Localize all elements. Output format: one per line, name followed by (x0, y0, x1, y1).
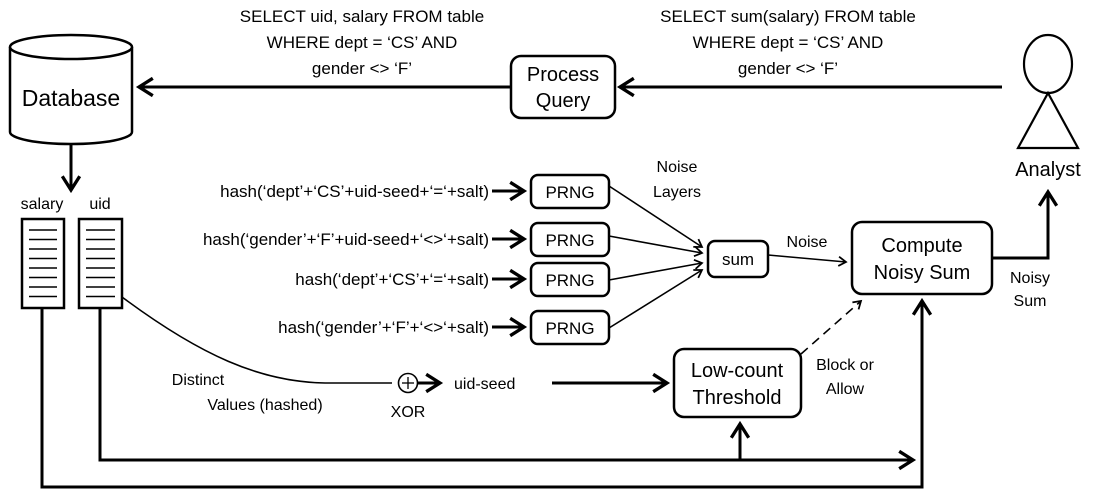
svg-text:Sum: Sum (1014, 293, 1047, 310)
svg-text:PRNG: PRNG (545, 231, 594, 250)
svg-text:Noise: Noise (657, 159, 698, 176)
arrow-sum-to-compute (767, 254, 848, 267)
prng-node-2: PRNG (529, 221, 611, 258)
svg-text:SELECT uid, salary FROM table: SELECT uid, salary FROM table (240, 7, 484, 26)
uid-seed-label: uid-seed (454, 376, 515, 393)
hash-input-4: hash(‘gender’+‘F’+‘<>‘+salt) (278, 318, 489, 337)
svg-text:SELECT sum(salary) FROM table: SELECT sum(salary) FROM table (660, 7, 916, 26)
noisy-sum-output-label: Noisy Sum (1010, 270, 1050, 310)
svg-text:WHERE dept = ‘CS’ AND: WHERE dept = ‘CS’ AND (693, 33, 884, 52)
prng-node-4: PRNG (529, 309, 611, 346)
xor-label: XOR (391, 404, 426, 421)
process-query-node: Process Query (509, 54, 617, 120)
svg-text:WHERE dept = ‘CS’ AND: WHERE dept = ‘CS’ AND (267, 33, 458, 52)
uid-column (77, 217, 124, 310)
svg-text:Noisy Sum: Noisy Sum (874, 262, 971, 284)
analyst-query-text: SELECT sum(salary) FROM table WHERE dept… (660, 7, 916, 78)
svg-text:Query: Query (536, 90, 590, 112)
block-or-allow-label: Block or Allow (816, 357, 874, 398)
svg-text:PRNG: PRNG (545, 183, 594, 202)
prng-node-1: PRNG (529, 173, 611, 210)
backend-query-text: SELECT uid, salary FROM table WHERE dept… (240, 7, 484, 78)
low-count-threshold-node: Low-count Threshold (672, 347, 803, 419)
svg-text:Compute: Compute (881, 235, 962, 257)
sum-node: sum (706, 239, 770, 279)
compute-noisy-sum-node: Compute Noisy Sum (850, 220, 994, 296)
uid-distinct-values-curve (121, 296, 392, 384)
svg-text:Low-count: Low-count (691, 360, 784, 382)
arrow-compute-to-analyst (992, 188, 1059, 260)
svg-text:Allow: Allow (826, 381, 865, 398)
uid-column-label: uid (89, 196, 110, 213)
database-node: Database (8, 33, 134, 146)
svg-text:Values (hashed): Values (hashed) (207, 397, 322, 414)
prng-node-3: PRNG (529, 261, 611, 298)
analyst-label: Analyst (1015, 159, 1081, 181)
svg-text:gender <> ‘F’: gender <> ‘F’ (738, 59, 838, 78)
svg-text:PRNG: PRNG (545, 319, 594, 338)
salary-column (20, 217, 66, 310)
svg-text:PRNG: PRNG (545, 271, 594, 290)
svg-text:Threshold: Threshold (693, 387, 782, 409)
arrow-prng3-to-sum (608, 258, 704, 281)
noise-layers-label: Noise Layers (653, 159, 701, 201)
analyst-figure: Analyst (1015, 33, 1081, 181)
svg-text:Process: Process (527, 64, 599, 86)
hash-input-3: hash(‘dept’+‘CS’+‘=‘+salt) (295, 270, 489, 289)
svg-text:Block or: Block or (816, 357, 874, 374)
hash-input-1: hash(‘dept’+‘CS’+uid-seed+‘=‘+salt) (220, 182, 489, 201)
svg-text:Distinct: Distinct (172, 372, 225, 389)
svg-text:gender <> ‘F’: gender <> ‘F’ (312, 59, 412, 78)
arrow-prng1-to-sum (608, 185, 704, 248)
arrow-threshold-to-compute (800, 299, 863, 355)
svg-text:sum: sum (722, 250, 754, 269)
salary-to-compute-line (40, 297, 933, 489)
uid-to-compute-line (98, 308, 917, 471)
database-label: Database (22, 85, 120, 111)
svg-text:Noisy: Noisy (1010, 270, 1050, 287)
arrow-prng2-to-sum (608, 235, 704, 258)
xor-symbol (397, 372, 419, 394)
distinct-values-label: Distinct Values (hashed) (172, 372, 323, 414)
hash-input-2: hash(‘gender’+‘F’+uid-seed+‘<>‘+salt) (203, 230, 489, 249)
noise-label: Noise (787, 234, 828, 251)
svg-text:Layers: Layers (653, 184, 701, 201)
arrow-prng4-to-sum (608, 269, 704, 329)
salary-column-label: salary (21, 196, 64, 213)
